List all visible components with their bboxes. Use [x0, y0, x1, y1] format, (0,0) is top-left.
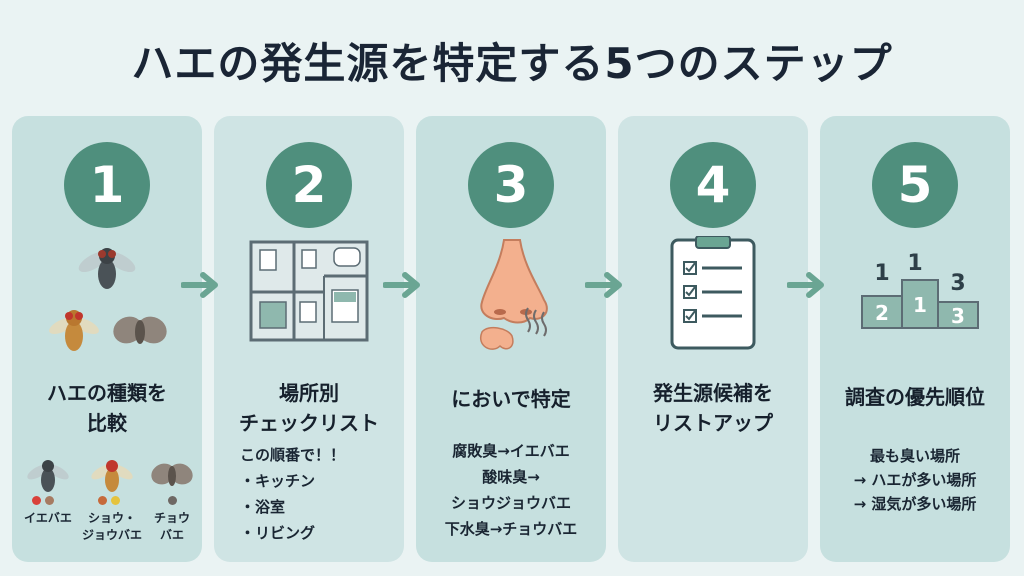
list-item: 腐敗臭→イエバエ: [452, 442, 570, 460]
arrow-right-icon: [181, 272, 218, 298]
fly-label-mothfly: チョウ バエ: [142, 510, 202, 544]
heading-line: 発生源候補を: [653, 381, 773, 405]
step-number-badge: 5: [872, 142, 958, 228]
heading-line: 場所別: [279, 381, 339, 405]
step-card-2: 2 場所別 チェックリスト この順番で！！ ・キッチン: [214, 116, 404, 562]
arrow-right-icon: [787, 272, 824, 298]
checklist-intro: この順番で！！: [240, 446, 346, 464]
step-card-3: 3 においで特定 腐敗臭→イエバエ 酸味臭→ ショウジョウバエ 下水臭→チョウバ…: [416, 116, 606, 562]
color-dot: [45, 496, 54, 505]
step-number-badge: 2: [266, 142, 352, 228]
step-number-badge: 4: [670, 142, 756, 228]
step-number-badge: 3: [468, 142, 554, 228]
step-heading: 発生源候補を リストアップ: [618, 378, 808, 438]
podium-label: 3: [950, 271, 965, 296]
podium-label: 3: [951, 304, 965, 328]
clipboard-icon: [618, 235, 808, 366]
arrow-right-icon: [585, 272, 622, 298]
floorplan-icon: [214, 236, 404, 366]
step-card-1: 1: [12, 116, 202, 562]
smell-list: 腐敗臭→イエバエ 酸味臭→ ショウジョウバエ 下水臭→チョウバエ: [416, 438, 606, 542]
color-dot: [98, 496, 107, 505]
fly-label-fruitfly: ショウ・ ジョウバエ: [82, 510, 142, 544]
step-heading: 場所別 チェックリスト: [214, 378, 404, 438]
color-dot: [32, 496, 41, 505]
list-item: ショウジョウバエ: [450, 494, 571, 512]
flies-illustration: [12, 236, 202, 366]
list-item: ・リビング: [240, 524, 316, 542]
podium-label: 1: [913, 293, 927, 317]
podium-label: 1: [907, 251, 922, 276]
color-dot: [111, 496, 120, 505]
checklist: この順番で！！ ・キッチン ・浴室 ・リビング: [214, 442, 404, 546]
small-flies-row: [12, 444, 202, 504]
podium-label: 2: [875, 301, 889, 325]
list-item: → 湿気が多い場所: [853, 495, 977, 513]
heading-line: リストアップ: [653, 411, 773, 435]
step-card-4: 4 発生源候補を リストアップ: [618, 116, 808, 562]
heading-line: ハエの種類を: [47, 381, 167, 405]
list-item: 酸味臭→: [482, 468, 540, 486]
list-item: 下水臭→チョウバエ: [444, 520, 578, 538]
step-heading: ハエの種類を 比較: [12, 378, 202, 438]
step-card-5: 5 1 1 3 2 1 3 調査の優先順位 最も臭い場所 → ハエが多い場所 →…: [820, 116, 1010, 562]
arrow-right-icon: [383, 272, 420, 298]
heading-line: においで特定: [451, 387, 571, 411]
step-heading: においで特定: [416, 384, 606, 414]
heading-line: 調査の優先順位: [845, 385, 985, 409]
fly-label-line: ショウ・: [87, 511, 136, 525]
fly-label-line: ジョウバエ: [82, 528, 143, 542]
list-item: ・キッチン: [240, 472, 316, 490]
page-title: ハエの発生源を特定する5つのステップ: [131, 39, 893, 88]
podium-label: 1: [874, 261, 889, 286]
step-number-badge: 1: [64, 142, 150, 228]
fly-label-housefly: イエバエ: [18, 510, 78, 527]
color-dot: [168, 496, 177, 505]
nose-icon: [416, 236, 606, 366]
list-item: → ハエが多い場所: [853, 471, 977, 489]
fly-label-line: イエバエ: [24, 511, 72, 525]
step-heading: 調査の優先順位: [820, 382, 1010, 412]
list-item: 最も臭い場所: [869, 447, 960, 465]
fly-label-line: チョウ: [153, 511, 190, 525]
fly-label-line: バエ: [159, 528, 184, 542]
priority-list: 最も臭い場所 → ハエが多い場所 → 湿気が多い場所: [820, 444, 1010, 516]
heading-line: チェックリスト: [239, 411, 379, 435]
heading-line: 比較: [87, 411, 127, 435]
podium-icon: 1 1 3 2 1 3: [820, 236, 1010, 366]
list-item: ・浴室: [240, 498, 286, 516]
